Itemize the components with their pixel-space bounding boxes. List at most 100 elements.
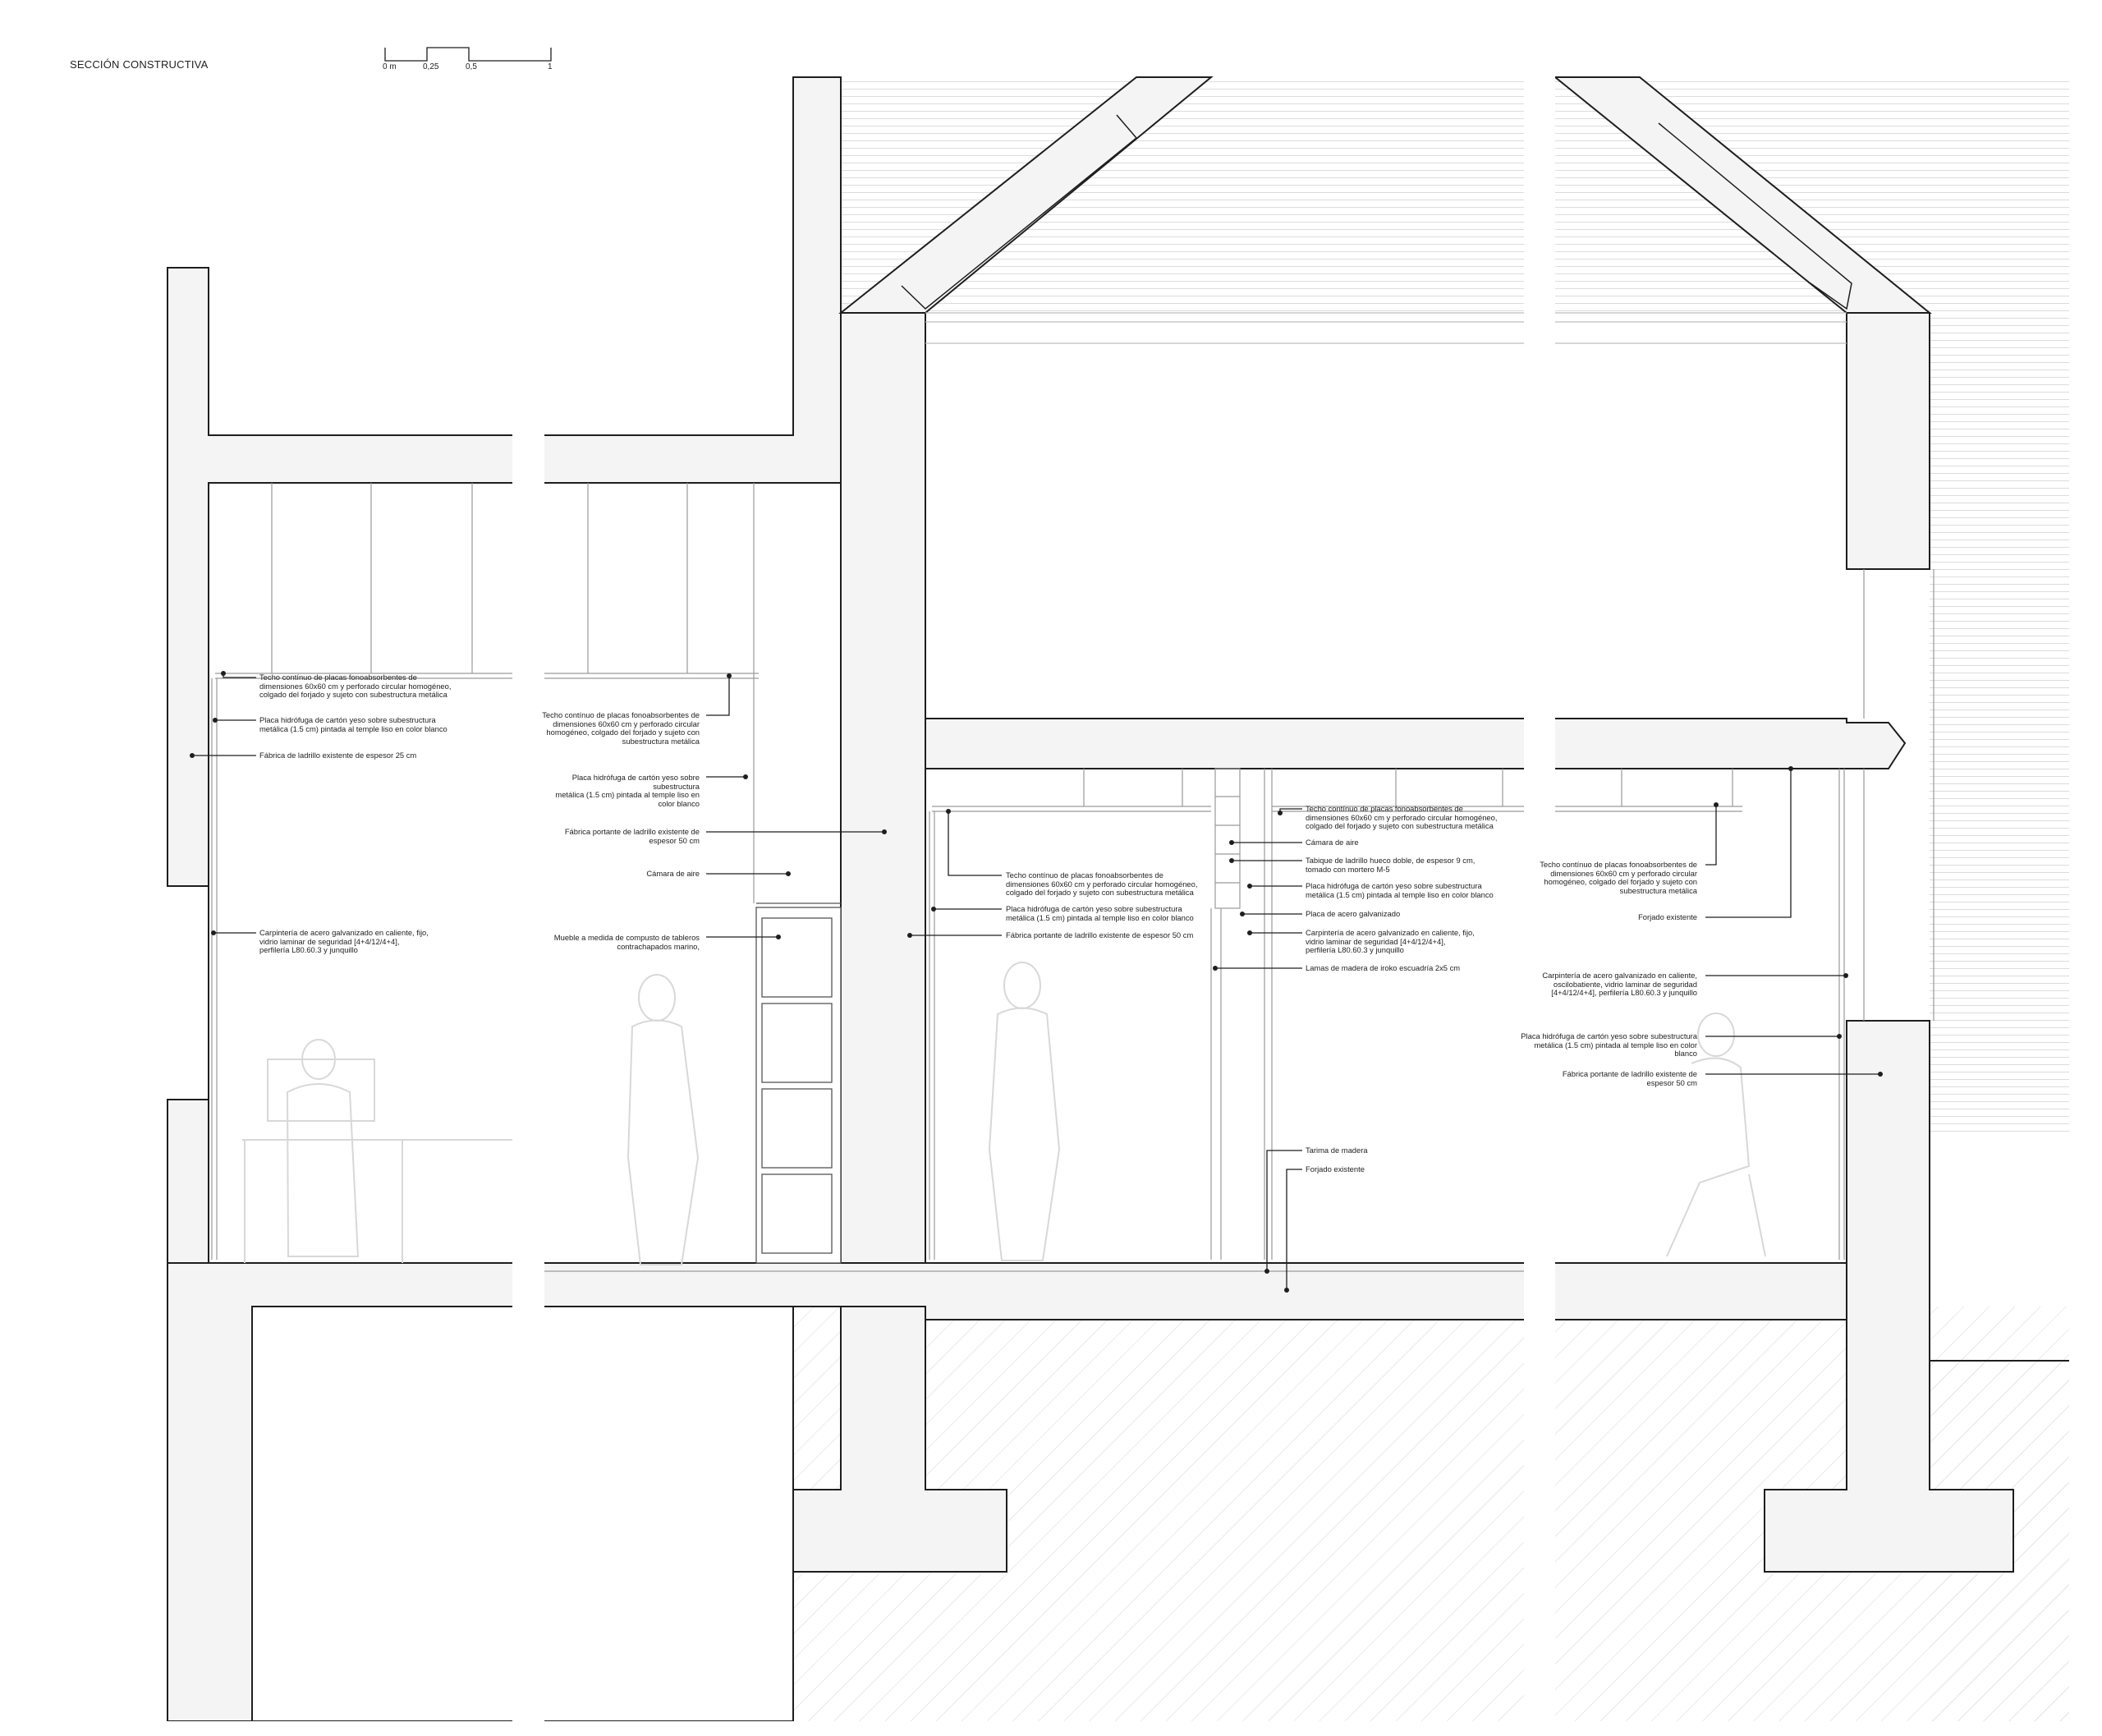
leader-line [1266,1150,1302,1271]
annotation-line: [4+4/12/4+4], perfilería L80.60.3 y junq… [1551,988,1697,998]
annotation-line: dimensiones 60x60 cm y perforado circula… [259,681,452,691]
leader-dot [1284,1288,1289,1293]
scale-label-1: 1 [548,62,553,71]
annotation-line: Techo contínuo de placas fonoabsorbentes… [1540,860,1697,869]
drawing-title: SECCIÓN CONSTRUCTIVA [70,58,209,71]
annotation-line: subestructura metálica [1619,885,1697,895]
annotation-line: dimensiones 60x60 cm y perforado circula… [1550,868,1697,878]
annotation-label: Carpintería de acero galvanizado en cali… [1306,928,1475,955]
annotation-line: Fábrica portante de ladrillo existente d… [1006,930,1194,939]
leader-dot [1229,840,1234,845]
annotation-line: homogéneo, colgado del forjado y sujeto … [1544,877,1697,887]
annotation-line: colgado del forjado y sujeto con subestr… [259,690,447,700]
scale-label-0: 0 m [383,62,397,71]
leader-dot [931,907,936,912]
annotation-line: Techo contínuo de placas fonoabsorbentes… [1306,804,1463,813]
person-standing-center [988,962,1061,1261]
leader-dot [213,718,218,723]
brick-partition [1214,768,1241,909]
facade-siding-right [1930,313,2069,1137]
annotation-line: Placa hidrófuga de cartón yeso sobre sub… [1521,1031,1697,1040]
section-break-left [512,74,544,1736]
leader-dot [743,774,748,779]
leader-dot [1843,973,1848,978]
annotation-line: colgado del forjado y sujeto con subestr… [1006,888,1194,898]
annotation-line: Placa de acero galvanizado [1306,909,1401,918]
annotation-line: Placa hidrófuga de cartón yeso sobre sub… [1306,881,1482,890]
annotation-line: vidrio laminar de seguridad [4+4/12/4+4]… [259,936,400,946]
annotation-label: Lamas de madera de iroko escuadría 2x5 c… [1306,963,1461,973]
annotation-label: Techo contínuo de placas fonoabsorbentes… [1540,860,1697,895]
annotation-line: metálica (1.5 cm) pintada al temple liso… [259,723,447,733]
annotation-label: Tarima de madera [1306,1146,1368,1155]
annotation-line: contrachapados marino, [617,941,700,951]
annotation-label: Tabique de ladrillo hueco doble, de espe… [1306,856,1476,874]
leader-dot [727,673,732,678]
first-floor-slab [925,718,1907,769]
person-seated-right [1666,1013,1766,1257]
annotation-line: color blanco [658,798,700,808]
right-wall-lower [1764,1020,2014,1573]
annotation-label: Carpintería de acero galvanizado en cali… [1542,971,1697,998]
leader-dot [776,935,781,939]
annotation-line: Forjado existente [1306,1164,1365,1173]
annotation-line: dimensiones 60x60 cm y perforado circula… [1006,879,1198,889]
annotation-line: subestructura [653,781,700,791]
leader-dot [1229,858,1234,863]
leader-dot [1837,1034,1842,1039]
annotation-line: dimensiones 60x60 cm y perforado circula… [553,719,700,728]
annotation-label: Placa hidrófuga de cartón yeso sobre sub… [259,715,447,733]
annotation-line: Cámara de aire [646,869,700,878]
scale-label-025: 0,25 [423,62,439,71]
leader-dot [211,930,216,935]
leader-dot [1247,930,1252,935]
annotation-line: Lamas de madera de iroko escuadría 2x5 c… [1306,963,1461,972]
leader-dot [1247,884,1252,889]
annotation-line: metálica (1.5 cm) pintada al temple liso… [1306,889,1494,899]
annotation-label: Placa hidrófuga de cartón yeso sobre sub… [1006,904,1194,922]
annotation-label: Placa hidrófuga de cartón yeso sobre sub… [1521,1031,1697,1059]
annotation-line: blanco [1674,1049,1697,1059]
annotation-label: Fábrica portante de ladrillo existente d… [565,827,700,845]
section-break-right [1524,74,1555,1736]
annotation-line: Carpintería de acero galvanizado en cali… [1306,928,1475,937]
annotation-line: vidrio laminar de seguridad [4+4/12/4+4]… [1306,936,1446,946]
leader-dot [907,933,912,938]
annotation-label: Fábrica portante de ladrillo existente d… [1006,930,1194,940]
annotation-label: Fábrica de ladrillo existente de espesor… [259,751,416,760]
annotation-label: Cámara de aire [646,869,700,879]
leader-line [948,811,1002,876]
annotation-line: Placa hidrófuga de cartón yeso sobre sub… [259,715,436,724]
annotation-label: Forjado existente [1638,912,1697,922]
annotation-line: Fábrica de ladrillo existente de espesor… [259,751,417,760]
leader-line [1286,1169,1302,1290]
annotation-line: espesor 50 cm [1646,1077,1698,1087]
annotation-line: homogéneo, colgado del forjado y sujeto … [546,728,700,737]
annotation-leaders [190,671,1883,1293]
leader-dot [1264,1269,1269,1274]
roof-ridge-left [901,114,1138,310]
annotation-line: tomado con mortero M-5 [1306,864,1390,874]
annotation-label: Placa hidrófuga de cartón yeso sobre sub… [1306,881,1494,899]
annotation-label: Techo contínuo de placas fonoabsorbentes… [259,673,451,700]
leader-dot [1714,802,1719,807]
roof-ridge-right [1658,122,1852,310]
annotation-line: Techo contínuo de placas fonoabsorbentes… [542,710,700,719]
person-seated-left [286,1039,360,1257]
annotation-line: Tabique de ladrillo hueco doble, de espe… [1306,856,1476,865]
annotation-line: Techo contínuo de placas fonoabsorbentes… [259,673,417,682]
annotation-line: perfilería L80.60.3 y junquillo [1306,945,1404,955]
annotation-line: Placa hidrófuga de cartón yeso sobre [571,773,700,782]
leader-dot [786,871,791,876]
annotation-label: Techo contínuo de placas fonoabsorbentes… [1306,804,1497,831]
annotation-label: Fábrica portante de ladrillo existente d… [1563,1069,1698,1087]
annotation-label: Carpintería de acero galvanizado en cali… [259,928,429,955]
annotation-line: Cámara de aire [1306,838,1359,847]
annotation-line: Mueble a medida de compusto de tableros [553,933,700,942]
leader-dot [190,753,195,758]
custom-cabinet [755,902,842,1264]
annotation-line: Tarima de madera [1306,1146,1368,1155]
annotation-label: Cámara de aire [1306,838,1359,847]
